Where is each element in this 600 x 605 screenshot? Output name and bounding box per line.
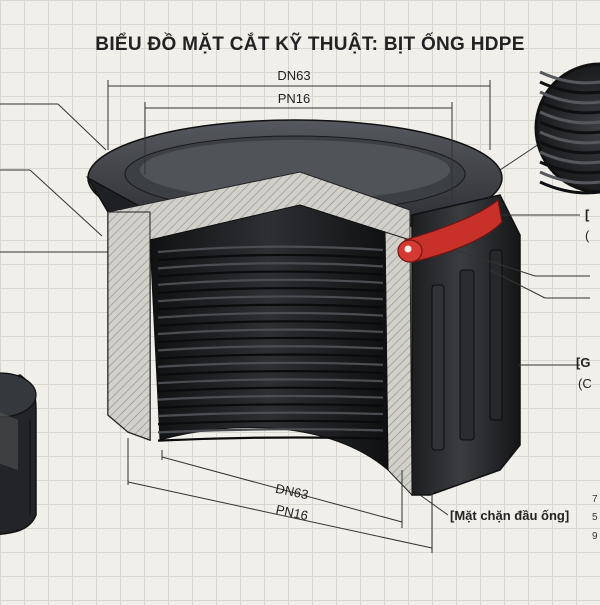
thread-ridge — [157, 287, 384, 295]
callout-right-2-sub: (C — [578, 376, 592, 391]
dimension-top-outer: DN63 — [277, 68, 311, 83]
thread-ridge — [157, 428, 384, 434]
thread-ridge — [157, 394, 384, 401]
detail-thread-ridge — [539, 180, 600, 195]
thread-ridge — [157, 262, 384, 270]
detail-thread-ridge — [539, 90, 600, 105]
thread-ridge — [157, 328, 384, 336]
callout-right-2: [G — [576, 355, 591, 370]
thread-ridge — [157, 419, 384, 426]
side-number-3: 9 — [592, 531, 598, 542]
o-ring-seal — [397, 198, 503, 263]
callout-end-stop: [Mặt chặn đầu ống] — [450, 508, 570, 523]
detail-thread-ridge — [539, 150, 600, 165]
thread-ridge — [157, 353, 384, 360]
detail-thread-ridge — [539, 170, 600, 185]
dimension-lines — [107, 80, 491, 553]
callout-right-1: [ — [585, 207, 590, 222]
cap-body — [85, 119, 521, 497]
left-leader-lines — [0, 103, 118, 253]
detail-thread-ridge — [539, 160, 600, 175]
small-cap-view — [0, 372, 37, 535]
detail-thread-ridge — [539, 130, 600, 145]
detail-thread-ridge — [539, 110, 600, 125]
thread-ridge — [157, 320, 384, 327]
detail-thread-ridge — [539, 100, 600, 115]
side-number-2: 5 — [592, 512, 598, 523]
thread-ridge — [157, 311, 384, 319]
thread-ridge — [157, 436, 384, 442]
detail-thread-ridge — [539, 70, 600, 85]
right-leader-lines — [419, 139, 590, 516]
thread-ridge — [157, 411, 384, 418]
dimension-top-inner: PN16 — [277, 91, 311, 106]
thread-ridge — [157, 361, 384, 368]
detail-thread-ridge — [539, 120, 600, 135]
thread-ridge — [157, 378, 384, 385]
thread-ridge — [157, 345, 384, 352]
thread-detail-circle — [534, 62, 600, 195]
thread-ridge — [157, 386, 384, 393]
diagram-title: BIỂU ĐỒ MẶT CẮT KỸ THUẬT: BỊT ỐNG HDPE — [95, 34, 525, 55]
detail-thread-ridge — [539, 80, 600, 95]
thread-ridge — [157, 278, 384, 286]
thread-ridge — [157, 253, 384, 262]
callout-right-1-sub: ( — [585, 228, 590, 243]
side-number-1: 7 — [592, 494, 598, 505]
thread-ridge — [157, 270, 384, 278]
thread-ridge — [157, 336, 384, 344]
thread-ridge — [157, 303, 384, 311]
thread-ridge — [157, 370, 384, 377]
detail-thread-ridge — [539, 140, 600, 155]
internal-threads — [157, 245, 384, 442]
thread-ridge — [157, 403, 384, 409]
thread-ridge — [157, 245, 384, 254]
thread-ridge — [157, 295, 384, 303]
